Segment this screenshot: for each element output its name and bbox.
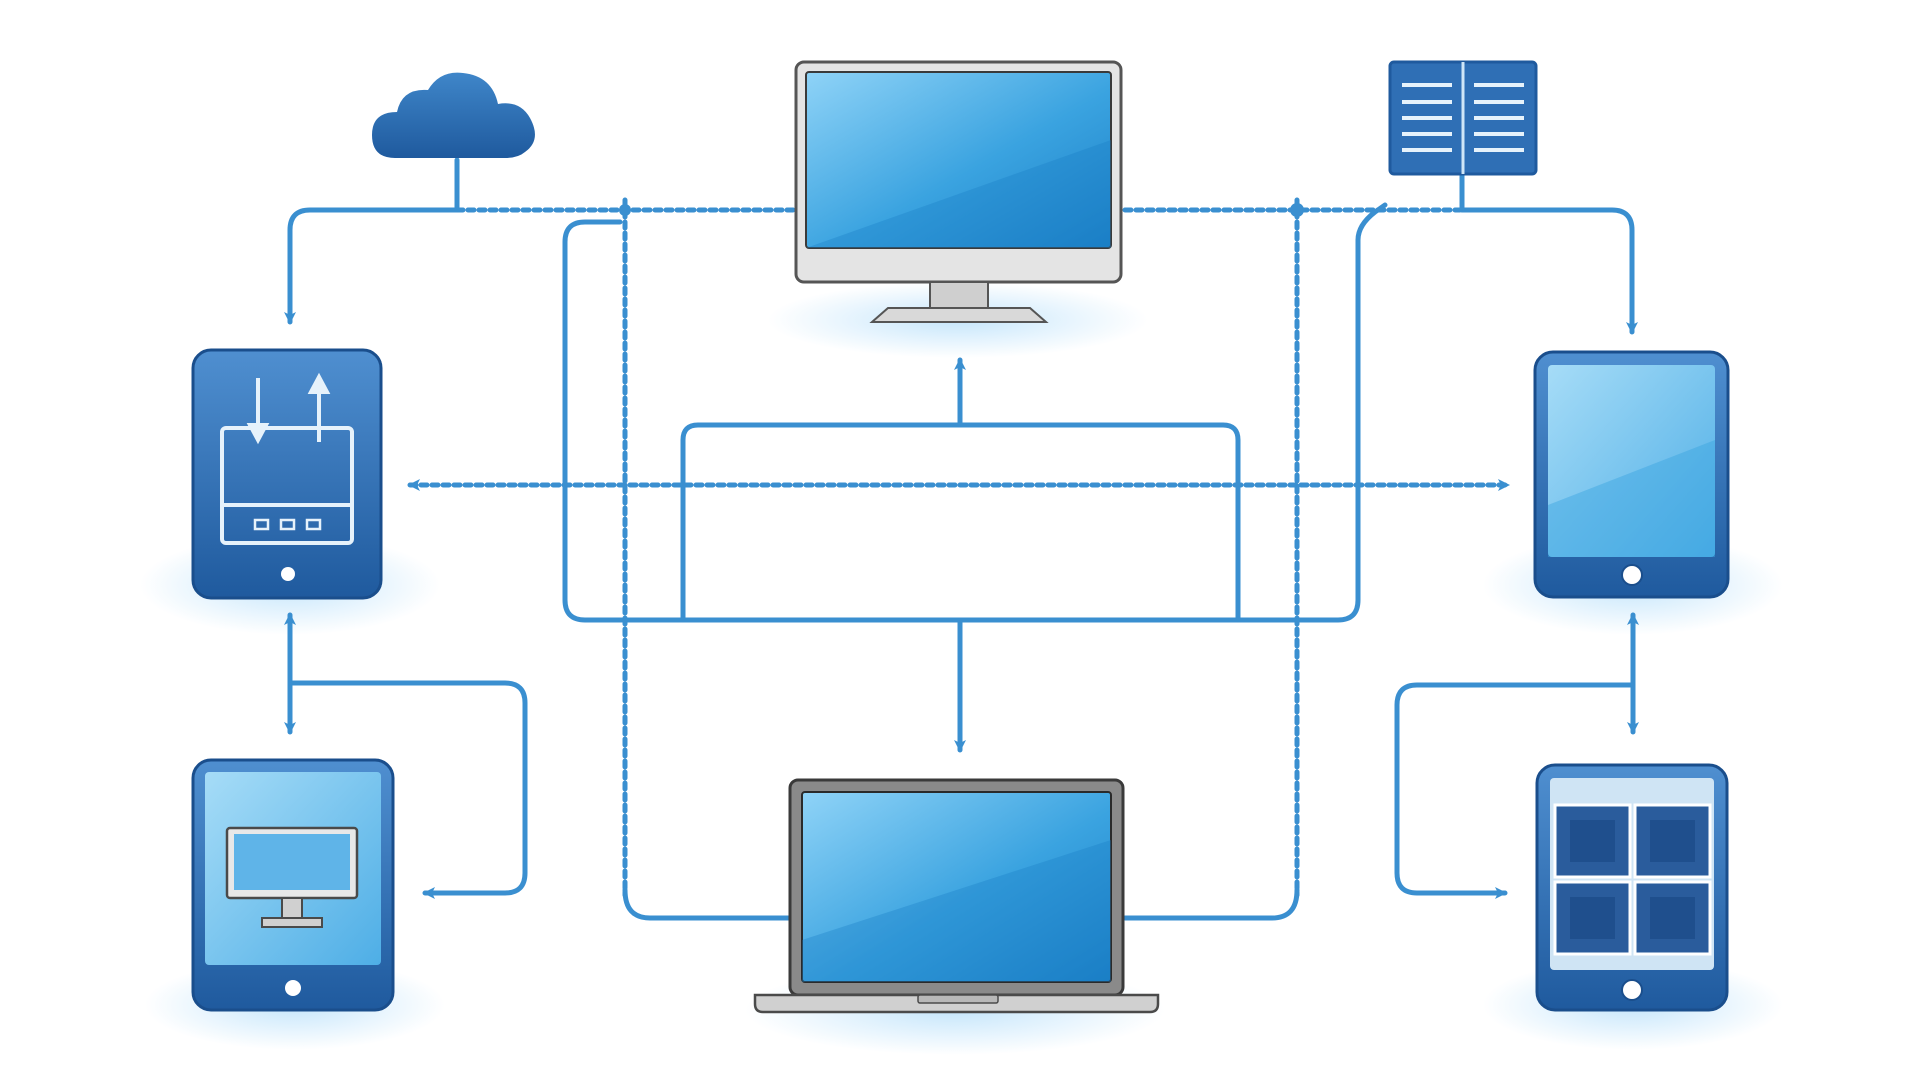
antenna-arrows-icon — [246, 372, 331, 445]
link-inner-rect — [680, 422, 1241, 623]
connections — [284, 157, 1639, 921]
desktop-monitor-icon — [794, 60, 1123, 323]
link-left-to-laptop — [622, 887, 793, 921]
link-outer-loop-right — [952, 202, 1388, 623]
tablet-icon — [1533, 350, 1730, 599]
junction-dots — [619, 203, 1304, 217]
link-outer-loop-left — [562, 219, 958, 623]
link-left-loop — [287, 680, 528, 899]
laptop-icon — [753, 778, 1160, 1014]
link-server-to-tablet-right — [1459, 207, 1638, 335]
app-grid-tablet-icon — [1535, 763, 1729, 1012]
router-tablet-icon — [191, 348, 383, 600]
link-right-to-laptop — [1122, 887, 1300, 921]
link-cloud-to-router-tablet — [284, 207, 460, 325]
cloud-icon — [372, 72, 535, 158]
link-right-loop — [1394, 682, 1636, 899]
desktop-monitor-small-icon — [225, 826, 359, 928]
tablet-desktop-icon — [191, 758, 395, 1012]
server-panel-icon — [1388, 60, 1538, 176]
